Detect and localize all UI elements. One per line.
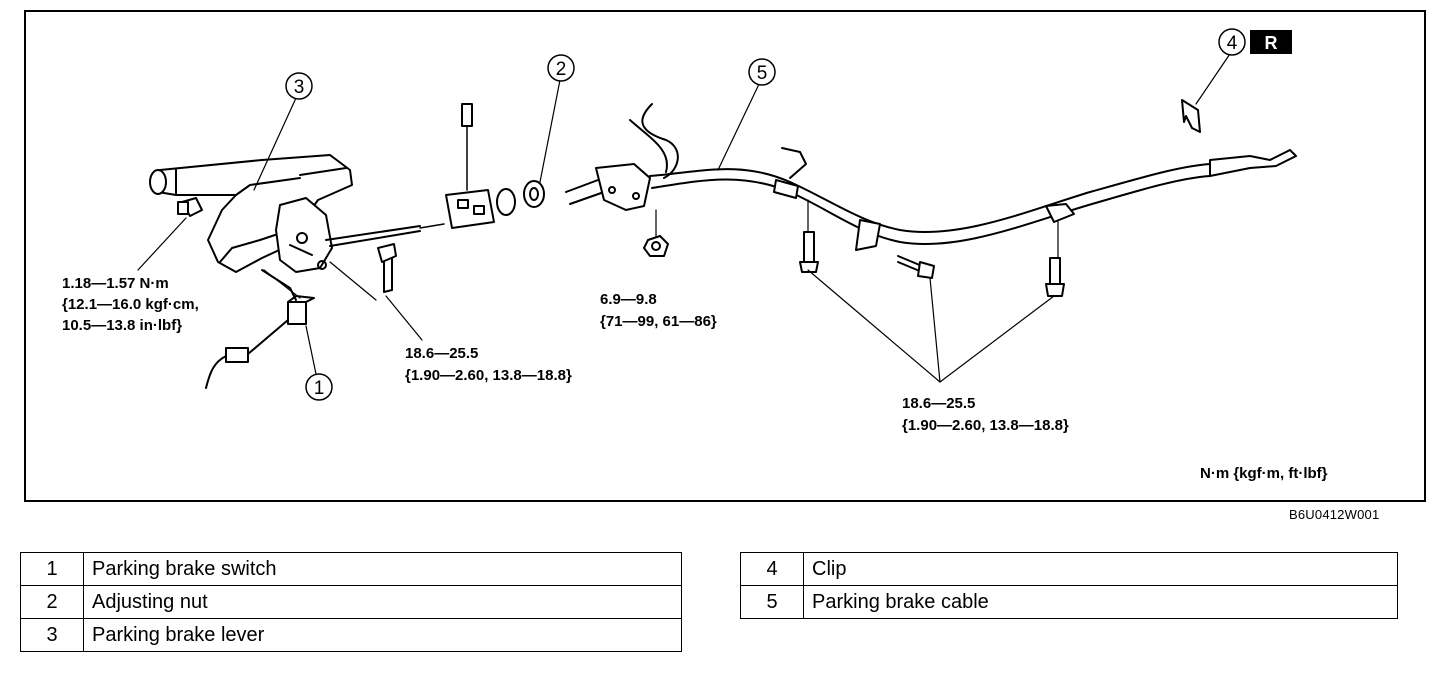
svg-text:2: 2: [556, 59, 567, 80]
svg-text:18.6—25.5: 18.6—25.5: [902, 395, 975, 412]
legend-row: 3 Parking brake lever: [20, 618, 682, 652]
diagram-frame: [24, 10, 1426, 502]
legend-num: 3: [20, 618, 84, 652]
svg-text:{71—99, 61—86}: {71—99, 61—86}: [600, 313, 717, 330]
switch-screw: [177, 197, 203, 217]
legend-table-right: 4 Clip 5 Parking brake cable: [740, 552, 1398, 619]
legend-num: 2: [20, 585, 84, 619]
parking-brake-switch: [205, 269, 315, 389]
cable-bolts: [799, 231, 1065, 297]
svg-text:4: 4: [1227, 33, 1238, 54]
legend-table-left: 1 Parking brake switch 2 Adjusting nut 3…: [20, 552, 682, 652]
callout-1: 1: [305, 373, 333, 401]
legend-label: Parking brake switch: [83, 552, 682, 586]
torque-lever-bolt: 18.6—25.5 {1.90—2.60, 13.8—18.8}: [405, 345, 572, 384]
legend-label: Parking brake cable: [803, 585, 1398, 619]
equalizer-nut: [643, 235, 669, 257]
legend-label: Clip: [803, 552, 1398, 586]
figure-code: B6U0412W001: [1289, 507, 1380, 522]
svg-text:3: 3: [294, 77, 305, 98]
clip: [1181, 99, 1201, 133]
lever-bolt: [377, 243, 397, 293]
legend-row: 2 Adjusting nut: [20, 585, 682, 619]
parking-brake-lever: [149, 154, 421, 273]
svg-text:10.5—13.8 in·lbf}: 10.5—13.8 in·lbf}: [62, 317, 182, 334]
svg-text:18.6—25.5: 18.6—25.5: [405, 345, 478, 362]
callout-5: 5: [748, 58, 776, 86]
svg-text:5: 5: [757, 63, 768, 84]
torque-cable-bolts: 18.6—25.5 {1.90—2.60, 13.8—18.8}: [902, 395, 1069, 434]
legend-num: 5: [740, 585, 804, 619]
cable-front-end: [565, 103, 679, 211]
legend-label: Parking brake lever: [83, 618, 682, 652]
svg-text:{1.90—2.60, 13.8—18.8}: {1.90—2.60, 13.8—18.8}: [405, 367, 572, 384]
svg-text:R: R: [1265, 33, 1278, 53]
equalizer-parts: [419, 103, 545, 229]
units-note: N·m {kgf·m, ft·lbf}: [1200, 465, 1328, 482]
torque-equalizer-nut: 6.9—9.8 {71—99, 61—86}: [600, 291, 717, 330]
callout-2: 2: [547, 54, 575, 82]
callout-3: 3: [285, 72, 313, 100]
view-badge: R: [1250, 30, 1292, 54]
legend-row: 5 Parking brake cable: [740, 585, 1398, 619]
legend-row: 4 Clip: [740, 552, 1398, 586]
legend-num: 4: [740, 552, 804, 586]
legend-row: 1 Parking brake switch: [20, 552, 682, 586]
torque-switch-screw: 1.18—1.57 N·m {12.1—16.0 kgf·cm, 10.5—13…: [62, 275, 199, 334]
svg-text:1: 1: [314, 378, 325, 399]
svg-text:1.18—1.57 N·m: 1.18—1.57 N·m: [62, 275, 169, 292]
callout-4: 4: [1218, 28, 1246, 56]
svg-text:6.9—9.8: 6.9—9.8: [600, 291, 657, 308]
parking-brake-cable: [649, 147, 1297, 251]
legend-label: Adjusting nut: [83, 585, 682, 619]
leader-lines: [137, 41, 1239, 383]
svg-text:{1.90—2.60, 13.8—18.8}: {1.90—2.60, 13.8—18.8}: [902, 417, 1069, 434]
svg-text:{12.1—16.0 kgf·cm,: {12.1—16.0 kgf·cm,: [62, 296, 199, 313]
legend-num: 1: [20, 552, 84, 586]
